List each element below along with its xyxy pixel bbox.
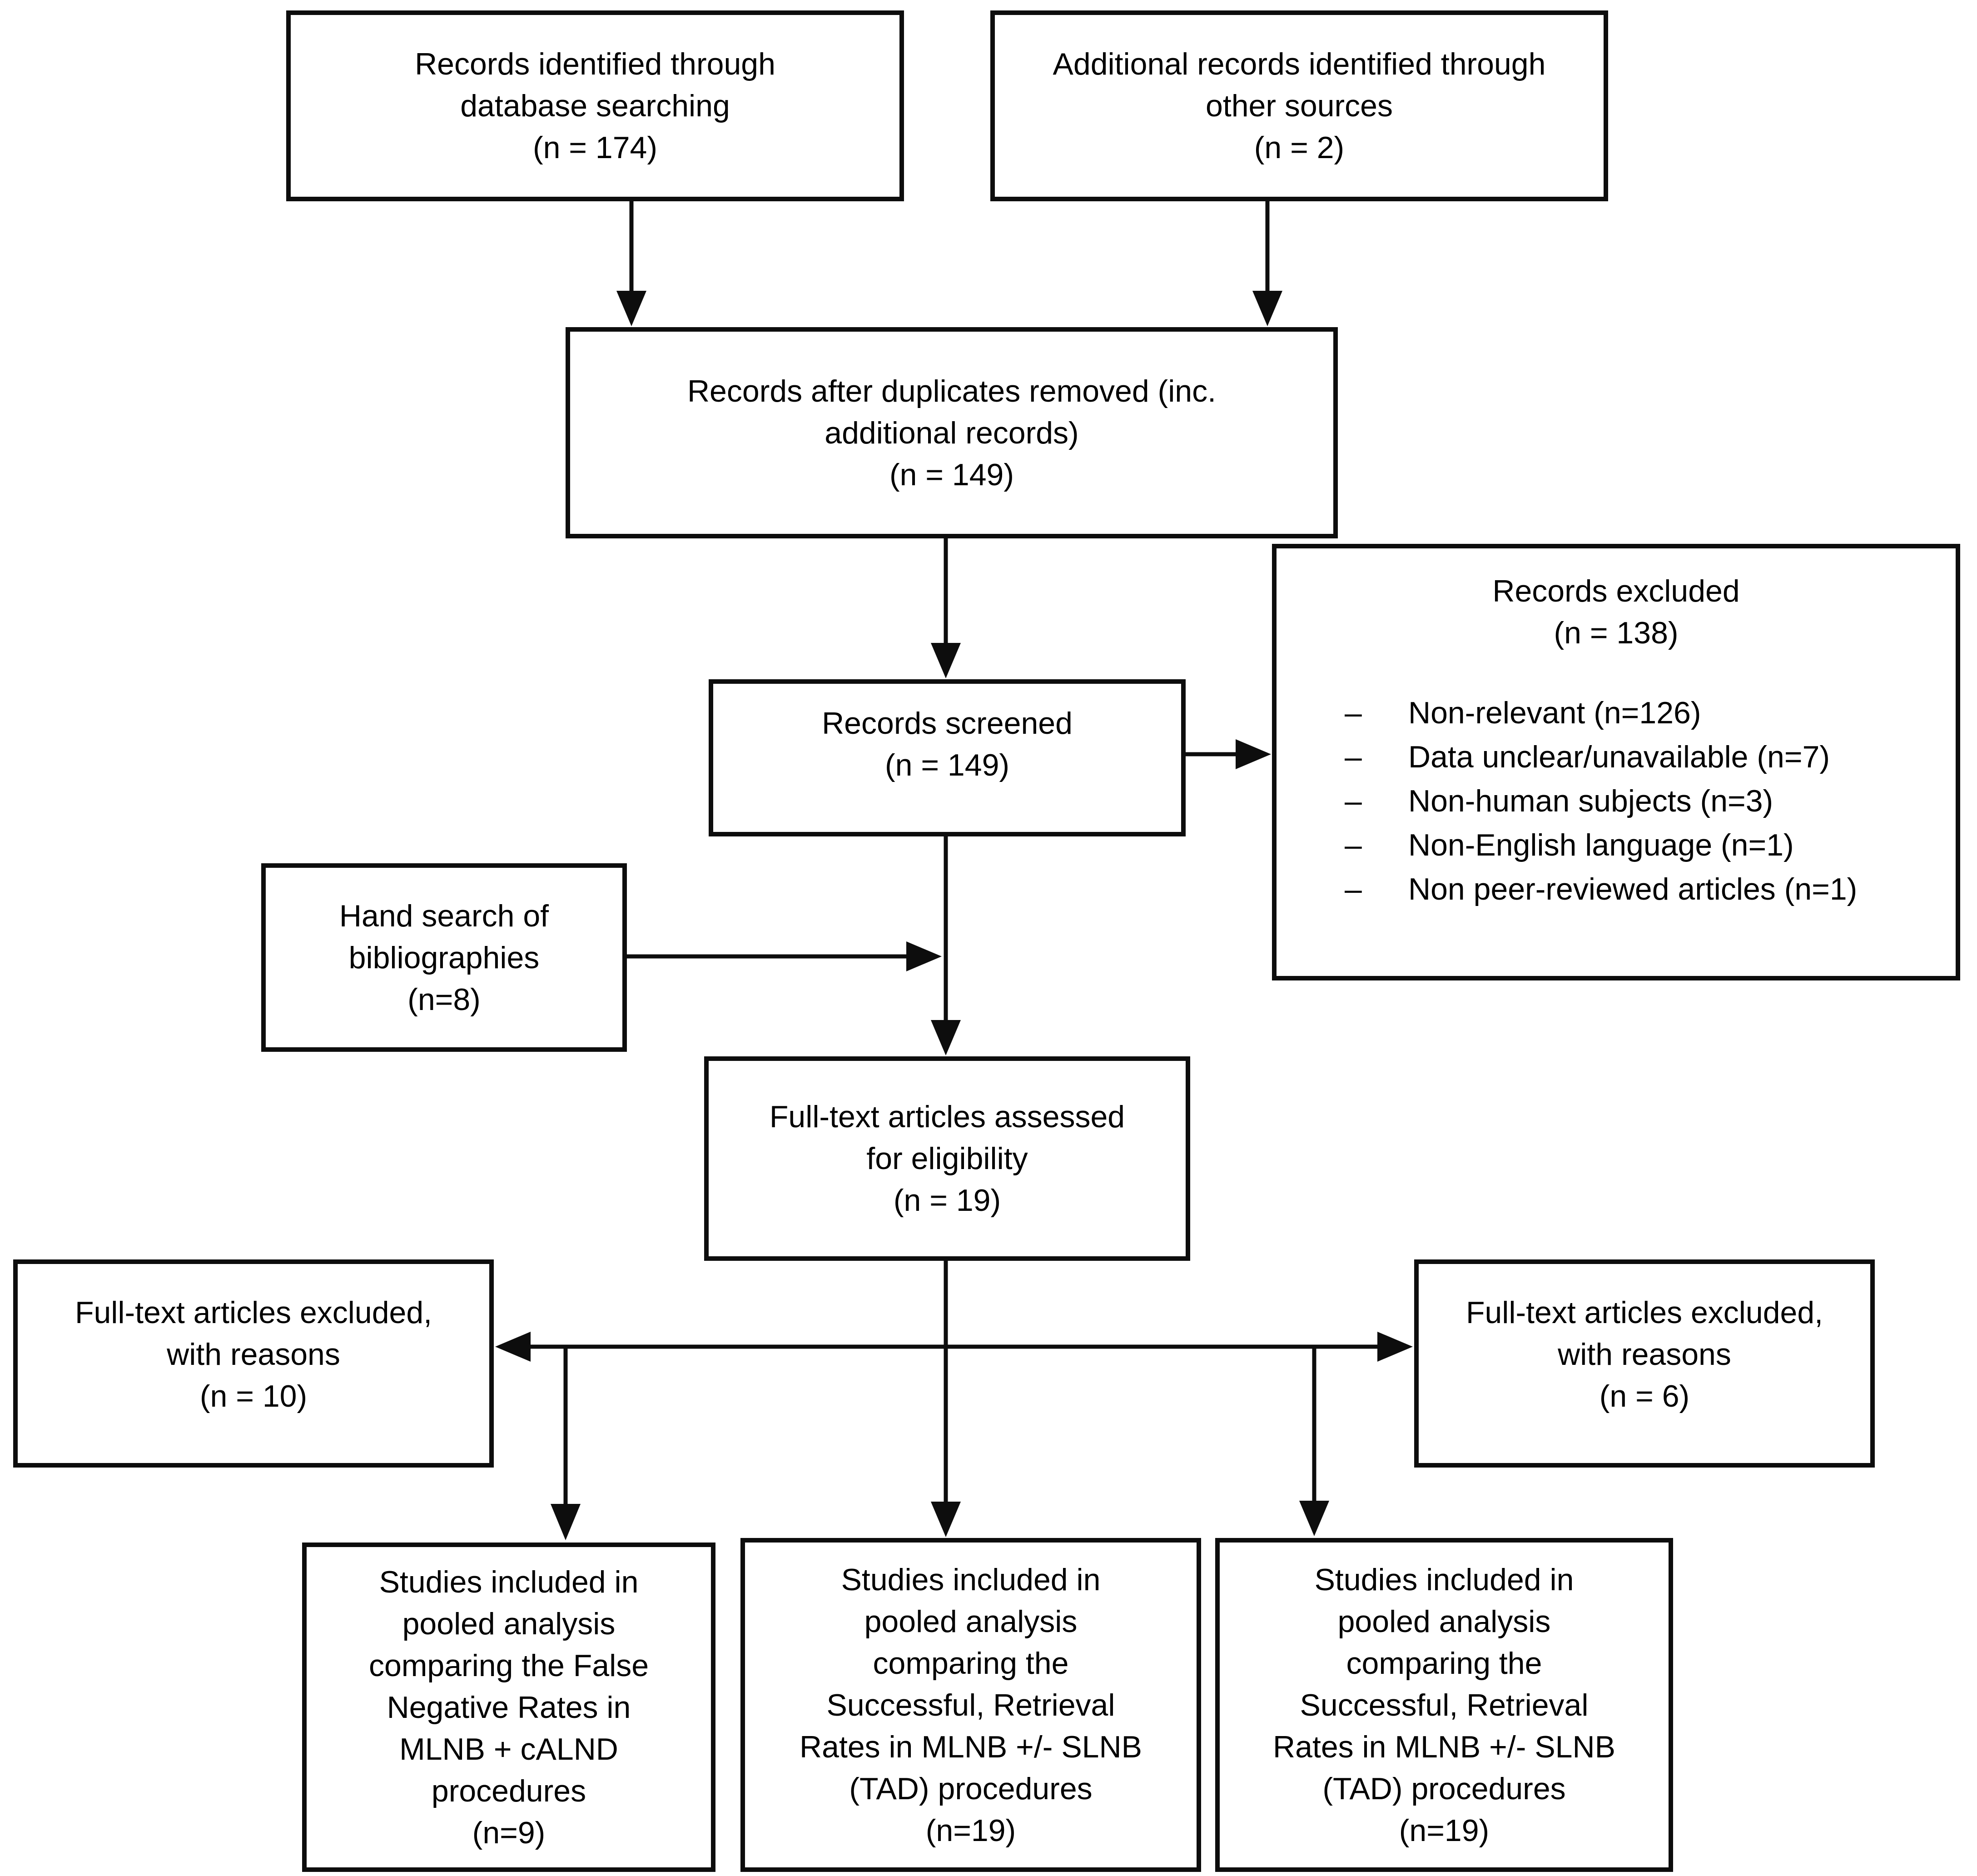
arrow-duplicates-to-screened bbox=[931, 538, 961, 678]
box-pooled-false-negative-label: Studies included in pooled analysis comp… bbox=[368, 1564, 649, 1850]
box-full-text-excluded-right-label: Full-text articles excluded, with reason… bbox=[1465, 1295, 1823, 1413]
records-excluded-reason-list: – Non-relevant (n=126) – Data unclear/un… bbox=[1277, 691, 1956, 911]
dash-bullet-icon: – bbox=[1345, 696, 1362, 730]
box-duplicates-removed: Records after duplicates removed (inc. a… bbox=[566, 327, 1338, 538]
arrow-split-to-pooled-left bbox=[551, 1347, 581, 1540]
dash-bullet-icon: – bbox=[1345, 872, 1362, 906]
box-full-text-assessed-label: Full-text articles assessed for eligibil… bbox=[769, 1100, 1125, 1218]
box-pooled-retrieval-middle: Studies included in pooled analysis comp… bbox=[740, 1538, 1201, 1872]
arrow-identified-to-duplicates bbox=[616, 201, 646, 326]
arrow-split-to-fulltext-excluded bbox=[495, 1332, 1413, 1362]
excluded-reason-text: Non peer-reviewed articles (n=1) bbox=[1408, 872, 1858, 906]
arrow-screened-to-excluded bbox=[1186, 739, 1271, 769]
box-full-text-excluded-left-label: Full-text articles excluded, with reason… bbox=[75, 1295, 432, 1413]
box-hand-search-label: Hand search of bibliographies (n=8) bbox=[339, 898, 549, 1017]
box-records-excluded-title: Records excluded (n = 138) bbox=[1492, 574, 1740, 650]
box-pooled-retrieval-right: Studies included in pooled analysis comp… bbox=[1215, 1538, 1673, 1872]
excluded-reason-item: – Non peer-reviewed articles (n=1) bbox=[1345, 867, 1956, 911]
box-pooled-retrieval-middle-label: Studies included in pooled analysis comp… bbox=[800, 1562, 1142, 1848]
excluded-reason-item: – Data unclear/unavailable (n=7) bbox=[1345, 735, 1956, 779]
box-full-text-assessed: Full-text articles assessed for eligibil… bbox=[704, 1056, 1190, 1261]
dash-bullet-icon: – bbox=[1345, 740, 1362, 774]
box-full-text-excluded-left: Full-text articles excluded, with reason… bbox=[13, 1259, 494, 1468]
arrow-handsearch-to-line bbox=[627, 941, 942, 971]
excluded-reason-item: – Non-human subjects (n=3) bbox=[1345, 779, 1956, 823]
arrow-assessed-to-pooled-middle bbox=[931, 1261, 961, 1537]
box-hand-search: Hand search of bibliographies (n=8) bbox=[261, 863, 627, 1052]
box-pooled-false-negative: Studies included in pooled analysis comp… bbox=[302, 1543, 715, 1872]
arrow-screened-to-assessed bbox=[931, 836, 961, 1055]
box-additional-records: Additional records identified through ot… bbox=[990, 10, 1608, 201]
box-records-identified: Records identified through database sear… bbox=[286, 10, 904, 201]
arrow-additional-to-duplicates bbox=[1252, 201, 1282, 326]
box-pooled-retrieval-right-label: Studies included in pooled analysis comp… bbox=[1273, 1562, 1615, 1848]
excluded-reason-text: Non-English language (n=1) bbox=[1408, 828, 1794, 862]
box-records-identified-label: Records identified through database sear… bbox=[415, 47, 775, 165]
excluded-reason-text: Data unclear/unavailable (n=7) bbox=[1408, 740, 1830, 774]
excluded-reason-item: – Non-relevant (n=126) bbox=[1345, 691, 1956, 735]
excluded-reason-text: Non-relevant (n=126) bbox=[1408, 696, 1701, 730]
arrow-split-to-pooled-right bbox=[1299, 1347, 1329, 1536]
box-records-screened-label: Records screened (n = 149) bbox=[822, 706, 1073, 782]
dash-bullet-icon: – bbox=[1345, 784, 1362, 818]
excluded-reason-text: Non-human subjects (n=3) bbox=[1408, 784, 1773, 818]
box-full-text-excluded-right: Full-text articles excluded, with reason… bbox=[1414, 1259, 1875, 1468]
box-records-screened: Records screened (n = 149) bbox=[709, 679, 1186, 836]
box-additional-records-label: Additional records identified through ot… bbox=[1053, 47, 1546, 165]
dash-bullet-icon: – bbox=[1345, 828, 1362, 862]
box-duplicates-removed-label: Records after duplicates removed (inc. a… bbox=[687, 373, 1217, 492]
box-records-excluded: Records excluded (n = 138) – Non-relevan… bbox=[1272, 544, 1960, 980]
excluded-reason-item: – Non-English language (n=1) bbox=[1345, 823, 1956, 867]
